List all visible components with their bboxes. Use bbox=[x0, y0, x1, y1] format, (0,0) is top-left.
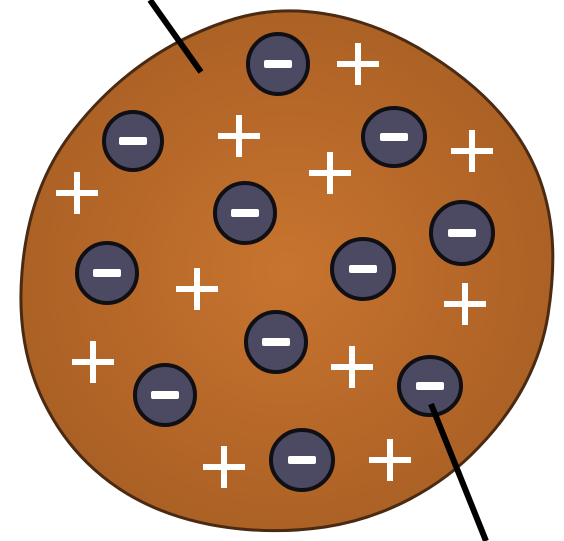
plus-vertical bbox=[194, 268, 200, 310]
electron bbox=[246, 312, 306, 372]
electron bbox=[431, 202, 493, 264]
minus-sign-icon bbox=[264, 60, 292, 68]
electron bbox=[248, 34, 308, 94]
minus-sign-icon bbox=[93, 269, 121, 277]
minus-sign-icon bbox=[380, 133, 408, 141]
plus-vertical bbox=[355, 43, 361, 85]
plus-vertical bbox=[236, 115, 242, 157]
electron bbox=[363, 108, 425, 166]
electron bbox=[215, 183, 275, 243]
electron bbox=[135, 365, 195, 425]
electron bbox=[77, 243, 137, 303]
minus-sign-icon bbox=[416, 382, 444, 390]
plus-vertical bbox=[387, 439, 393, 481]
plus-vertical bbox=[462, 283, 468, 325]
minus-sign-icon bbox=[288, 456, 316, 464]
plus-vertical bbox=[74, 172, 80, 214]
plus-vertical bbox=[469, 130, 475, 172]
minus-sign-icon bbox=[119, 137, 147, 145]
electron bbox=[104, 112, 162, 170]
electron bbox=[332, 239, 394, 299]
plus-vertical bbox=[327, 152, 333, 194]
minus-sign-icon bbox=[448, 229, 476, 237]
minus-sign-icon bbox=[349, 265, 377, 273]
minus-sign-icon bbox=[151, 391, 179, 399]
plus-vertical bbox=[90, 341, 96, 383]
plus-vertical bbox=[221, 446, 227, 488]
minus-sign-icon bbox=[262, 338, 290, 346]
plus-vertical bbox=[349, 346, 355, 388]
minus-sign-icon bbox=[231, 209, 259, 217]
electron bbox=[271, 430, 333, 490]
